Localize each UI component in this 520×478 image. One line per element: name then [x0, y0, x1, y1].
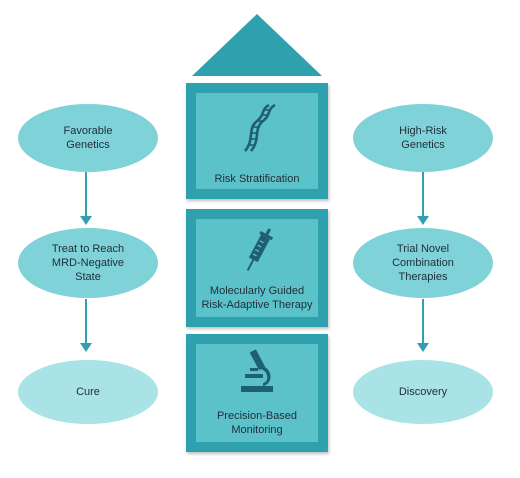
arrow-head-right-2 [417, 343, 429, 352]
ellipse-treat-mrd: Treat to Reach MRD-Negative State [18, 228, 158, 298]
block-label: Precision-Based Monitoring [216, 410, 298, 436]
ellipse-label: Trial Novel Combination Therapies [392, 243, 454, 283]
ellipse-trial-novel: Trial Novel Combination Therapies [353, 228, 493, 298]
ellipse-label: Cure [76, 386, 100, 398]
block-label: Risk Stratification [214, 173, 300, 185]
arrow-head-right-1 [417, 216, 429, 225]
arrow-right-2 [422, 299, 424, 345]
arrow-left-1 [85, 172, 87, 218]
block-risk-stratification: Risk Stratification [186, 83, 328, 199]
arrow-head-left-1 [80, 216, 92, 225]
ellipse-discovery: Discovery [353, 360, 493, 424]
block-precision-monitoring: Precision-Based Monitoring [186, 334, 328, 452]
roof-triangle [192, 14, 322, 76]
ellipse-cure: Cure [18, 360, 158, 424]
ellipse-high-risk-genetics: High-Risk Genetics [353, 104, 493, 172]
microscope-icon [241, 349, 273, 392]
ellipse-label: High-Risk Genetics [399, 125, 447, 151]
syringe-icon [246, 228, 274, 271]
arrow-left-2 [85, 299, 87, 345]
block-risk-adaptive-therapy: Molecularly Guided Risk-Adaptive Therapy [186, 209, 328, 327]
arrow-head-left-2 [80, 343, 92, 352]
arrow-right-1 [422, 172, 424, 218]
ellipse-favorable-genetics: Favorable Genetics [18, 104, 158, 172]
block-label: Molecularly Guided Risk-Adaptive Therapy [201, 285, 313, 311]
dna-icon [243, 103, 276, 152]
ellipse-label: Favorable Genetics [63, 125, 113, 151]
ellipse-label: Discovery [398, 386, 448, 398]
ellipse-label: Treat to Reach MRD-Negative State [51, 243, 125, 283]
